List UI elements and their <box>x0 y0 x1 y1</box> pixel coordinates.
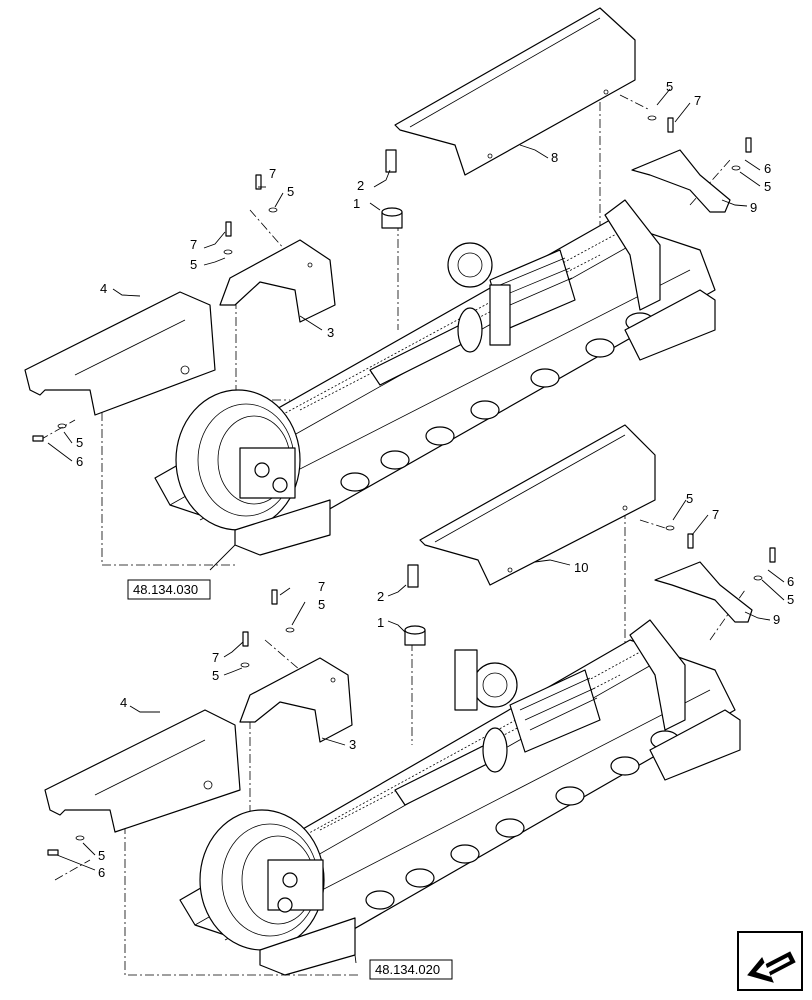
callout-1: 1 <box>353 196 360 211</box>
callout-1: 1 <box>377 615 384 630</box>
callout-3: 3 <box>349 737 356 752</box>
callout-4: 4 <box>100 281 107 296</box>
callout-6: 6 <box>76 454 83 469</box>
callout-3: 3 <box>327 325 334 340</box>
tensioner-cylinder-lower <box>394 649 601 806</box>
top-cover-10 <box>419 424 656 586</box>
callouts-lower: 1 2 3 4 5 5 5 5 5 6 6 7 7 7 9 10 <box>98 491 794 880</box>
leaders-lower <box>56 499 785 964</box>
fasteners-lower <box>47 525 776 856</box>
reference-link-lower[interactable]: 48.134.020 <box>369 959 453 980</box>
callout-5: 5 <box>287 184 294 199</box>
side-guard-9 <box>631 149 731 213</box>
callout-5: 5 <box>764 179 771 194</box>
track-rollers-lower <box>365 730 680 910</box>
callout-5: 5 <box>190 257 197 272</box>
callout-7: 7 <box>212 650 219 665</box>
callout-5: 5 <box>787 592 794 607</box>
guard-3 <box>219 239 336 323</box>
callout-4: 4 <box>120 695 127 710</box>
callout-6: 6 <box>787 574 794 589</box>
tensioner-cylinder-upper <box>369 242 576 386</box>
end-guard-4 <box>24 291 216 416</box>
fasteners-upper <box>32 115 752 442</box>
callout-5: 5 <box>318 597 325 612</box>
callout-6: 6 <box>98 865 105 880</box>
callout-7: 7 <box>318 579 325 594</box>
idler-wheel-upper <box>175 389 301 531</box>
leaders-upper <box>47 88 761 571</box>
callout-8: 8 <box>551 150 558 165</box>
reference-link-upper[interactable]: 48.134.030 <box>127 579 211 600</box>
callout-5: 5 <box>98 848 105 863</box>
idler-wheel-lower <box>199 809 325 951</box>
reference-label: 48.134.020 <box>375 962 440 977</box>
guard-3 <box>239 657 353 743</box>
side-guard-9 <box>654 561 753 623</box>
callout-7: 7 <box>712 507 719 522</box>
callout-7: 7 <box>190 237 197 252</box>
callout-2: 2 <box>357 178 364 193</box>
callout-2: 2 <box>377 589 384 604</box>
callout-5: 5 <box>686 491 693 506</box>
lower-assembly: 1 2 3 4 5 5 5 5 5 6 6 7 7 7 9 10 48.134.… <box>44 424 794 980</box>
callout-5: 5 <box>212 668 219 683</box>
callout-7: 7 <box>269 166 276 181</box>
top-cover-8 <box>394 7 636 176</box>
callout-9: 9 <box>750 200 757 215</box>
callout-7: 7 <box>694 93 701 108</box>
callout-10: 10 <box>574 560 588 575</box>
arrow-return-icon[interactable] <box>737 931 803 991</box>
callout-5: 5 <box>76 435 83 450</box>
callout-9: 9 <box>773 612 780 627</box>
upper-assembly: 1 2 3 4 5 5 5 5 5 6 6 7 7 7 8 9 48.134.0… <box>24 7 771 600</box>
reference-label: 48.134.030 <box>133 582 198 597</box>
callout-5: 5 <box>666 79 673 94</box>
callouts-upper: 1 2 3 4 5 5 5 5 5 6 6 7 7 7 8 9 <box>76 79 771 469</box>
callout-6: 6 <box>764 161 771 176</box>
